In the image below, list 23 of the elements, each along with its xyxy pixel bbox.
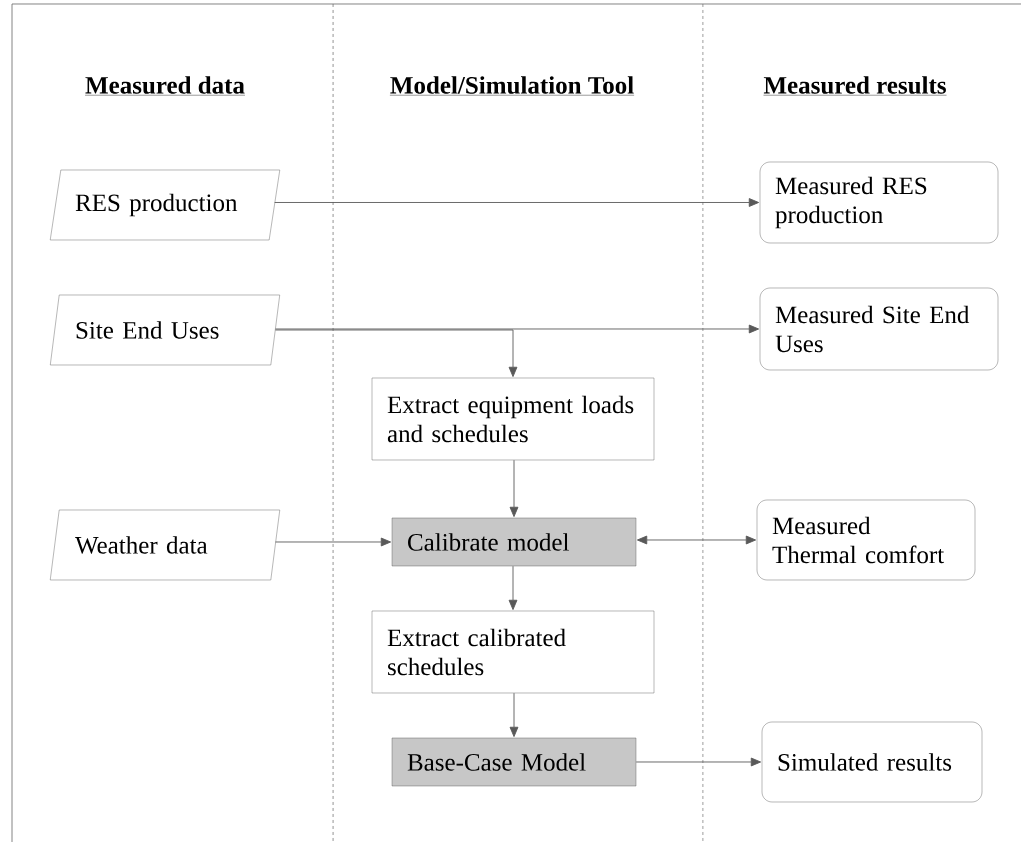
arrow: [508, 565, 518, 611]
arrow: [635, 757, 762, 767]
data-parallelogram: RES production: [50, 169, 280, 241]
arrow: [509, 459, 519, 518]
column-heading: Measured results: [763, 76, 947, 96]
arrow: [274, 198, 760, 207]
arrow: [509, 692, 519, 738]
column-heading: Model/Simulation Tool: [389, 76, 635, 96]
process-box: Extract calibrated schedules: [371, 610, 655, 694]
column-heading: Measured data: [84, 76, 246, 96]
model-box: Calibrate model: [391, 517, 637, 567]
result-box: Measured Site End Uses: [759, 287, 999, 371]
model-box: Base-Case Model: [391, 737, 637, 787]
arrow: [275, 324, 760, 334]
arrow: [275, 537, 392, 547]
process-box: Extract equipment loads and schedules: [371, 377, 655, 461]
data-parallelogram: Site End Uses: [50, 294, 280, 366]
data-parallelogram: Weather data: [50, 509, 280, 581]
result-box: Measured RES production: [759, 161, 999, 244]
result-box: Measured Thermal comfort: [756, 499, 976, 581]
arrow: [636, 535, 757, 545]
result-box: Simulated results: [761, 721, 983, 803]
arrow: [275, 329, 518, 378]
